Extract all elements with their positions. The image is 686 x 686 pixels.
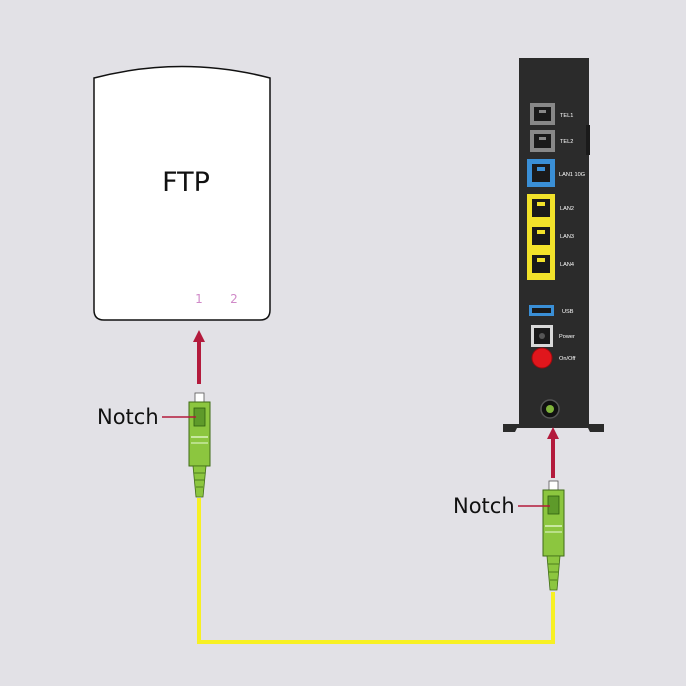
power-jack (531, 325, 553, 347)
lan2-port (532, 199, 550, 217)
router-fiber-port (540, 399, 560, 419)
tel2-label: TEL2 (560, 139, 573, 145)
right-fiber-connector (542, 480, 565, 591)
ftp-title: FTP (162, 167, 210, 198)
fiber-cable (197, 498, 555, 644)
tel1-port (530, 103, 555, 125)
left-fiber-connector (188, 392, 211, 498)
lan1-10g-port (527, 159, 555, 187)
left-notch-label: Notch (97, 405, 159, 429)
onoff-label: On/Off (559, 356, 576, 362)
ftp-box: FTP 1 2 (93, 65, 271, 321)
lan3-label: LAN3 (560, 234, 574, 240)
ftp-port-2: 2 (230, 292, 238, 306)
usb-port (529, 305, 554, 316)
power-button (531, 347, 553, 369)
usb-label: USB (562, 309, 574, 315)
lan4-port (532, 255, 550, 273)
power-label: Power (559, 334, 575, 340)
router: TEL1 TEL2 LAN1 10G LAN2 LAN3 (503, 58, 604, 432)
right-notch-label: Notch (453, 494, 515, 518)
ftp-port-1: 1 (195, 292, 203, 306)
lan3-port (532, 227, 550, 245)
lan4-label: LAN4 (560, 262, 574, 268)
tel1-label: TEL1 (560, 113, 573, 119)
lan1-label: LAN1 10G (559, 172, 585, 178)
tel2-port (530, 130, 555, 152)
lan2-label: LAN2 (560, 206, 574, 212)
